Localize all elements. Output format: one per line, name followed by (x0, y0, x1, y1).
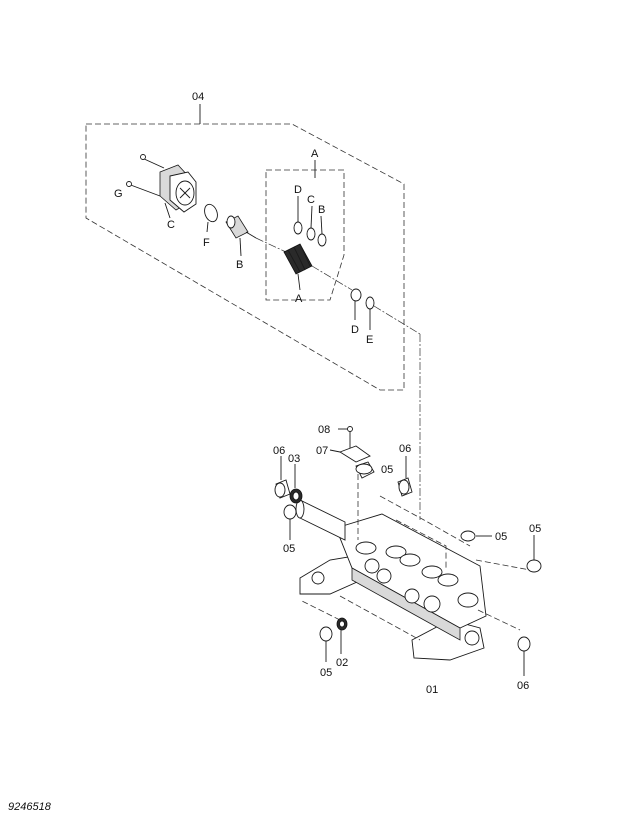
label-05-upper: 05 (381, 464, 393, 476)
label-G: G (114, 188, 123, 200)
o-ring-03 (289, 464, 303, 504)
label-C-mid: C (307, 194, 315, 206)
plug-05-upper (355, 461, 375, 479)
label-B-mid: B (318, 204, 325, 216)
label-A-top: A (311, 148, 319, 160)
plug-D-ring-E (311, 265, 421, 520)
label-F: F (203, 237, 210, 249)
label-05-bottom: 05 (320, 667, 332, 679)
label-B-low: B (236, 259, 243, 271)
solenoid-part (126, 154, 197, 219)
label-07: 07 (316, 445, 328, 457)
cap-06-right (397, 456, 413, 497)
label-06-right: 06 (399, 443, 411, 455)
plug-05-bottom (319, 626, 333, 662)
spool-A (283, 243, 313, 291)
subassembly-A-boundary (265, 160, 345, 301)
cap-06-bottom (517, 636, 531, 676)
label-A-low: A (295, 293, 303, 305)
o-ring-F (204, 203, 218, 233)
label-E: E (366, 334, 373, 346)
labels: 04 A D C B G C F B A D E 08 07 06 03 05 … (8, 91, 541, 813)
label-05-far: 05 (529, 523, 541, 535)
cap-06-left (274, 456, 291, 499)
spool-B (225, 215, 287, 257)
rings-DCB (293, 196, 327, 247)
label-D-low: D (351, 324, 359, 336)
label-01: 01 (426, 684, 438, 696)
label-03: 03 (288, 453, 300, 465)
drawing-number: 9246518 (8, 801, 52, 813)
label-02: 02 (336, 657, 348, 669)
plate-07-screw-08 (329, 426, 371, 463)
label-C-left: C (167, 219, 175, 231)
valve-body (295, 474, 531, 661)
assembly-04-boundary (85, 104, 405, 391)
label-06-bottom: 06 (517, 680, 529, 692)
ring-02 (336, 617, 348, 654)
plug-05-left (283, 504, 297, 540)
label-08: 08 (318, 424, 330, 436)
label-06-left: 06 (273, 445, 285, 457)
plug-05-mid (460, 530, 492, 542)
label-05-mid: 05 (495, 531, 507, 543)
plug-05-far (526, 535, 542, 573)
label-05-left: 05 (283, 543, 295, 555)
label-D-top: D (294, 184, 302, 196)
label-04: 04 (192, 91, 204, 103)
